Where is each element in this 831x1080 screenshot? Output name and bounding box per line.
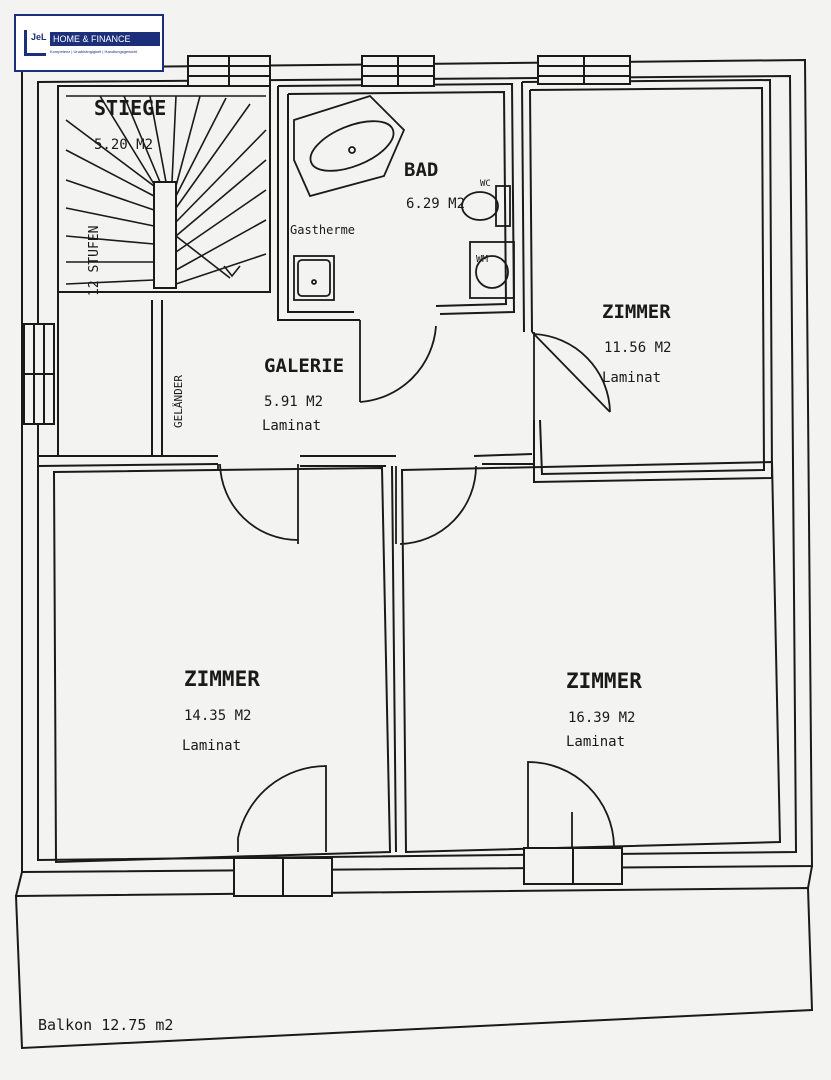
bad-area: 6.29 M2 xyxy=(406,196,465,212)
galerie-floor: Laminat xyxy=(262,418,321,434)
balcony-outline xyxy=(14,865,814,1050)
wc-label: WC xyxy=(480,179,491,189)
stairs-note: 12 STUFEN xyxy=(87,226,102,296)
stiege-name: STIEGE xyxy=(94,96,166,120)
zimmer-sw-name: ZIMMER xyxy=(184,667,260,691)
sink xyxy=(293,255,335,301)
toilet xyxy=(461,185,511,227)
zimmer-ne-floor: Laminat xyxy=(602,370,661,386)
galerie-area: 5.91 M2 xyxy=(264,394,323,410)
zimmer-se-area: 16.39 M2 xyxy=(568,710,635,726)
logo-tagline: Kompetenz | Unabhängigkeit | Handlungsge… xyxy=(50,49,138,54)
doors xyxy=(217,320,615,852)
stiege-area: 5.20 M2 xyxy=(94,137,153,153)
zimmer-sw-floor: Laminat xyxy=(182,738,241,754)
logo-mark-text: JeL xyxy=(31,32,47,42)
washing-machine xyxy=(469,241,515,299)
wm-label: WM xyxy=(476,254,488,265)
staircase xyxy=(65,95,267,285)
balkon-label: Balkon 12.75 m2 xyxy=(38,1016,173,1034)
bad-name: BAD xyxy=(404,159,438,181)
zimmer-se-name: ZIMMER xyxy=(566,669,642,693)
zimmer-ne-area: 11.56 M2 xyxy=(604,340,671,356)
zimmer-ne-name: ZIMMER xyxy=(602,301,671,323)
galerie-name: GALERIE xyxy=(264,355,344,377)
bathtub xyxy=(293,94,406,198)
windows xyxy=(23,55,631,897)
gelaender-label: GELÄNDER xyxy=(172,375,185,428)
gastherme-label: Gastherme xyxy=(290,223,355,237)
logo-mark: JeL xyxy=(24,30,47,56)
logo-brand: HOME & FINANCE xyxy=(50,32,160,46)
company-logo: JeL HOME & FINANCE Kompetenz | Unabhängi… xyxy=(14,14,164,72)
zimmer-sw-area: 14.35 M2 xyxy=(184,708,251,724)
interior-walls xyxy=(37,78,782,864)
zimmer-se-floor: Laminat xyxy=(566,734,625,750)
